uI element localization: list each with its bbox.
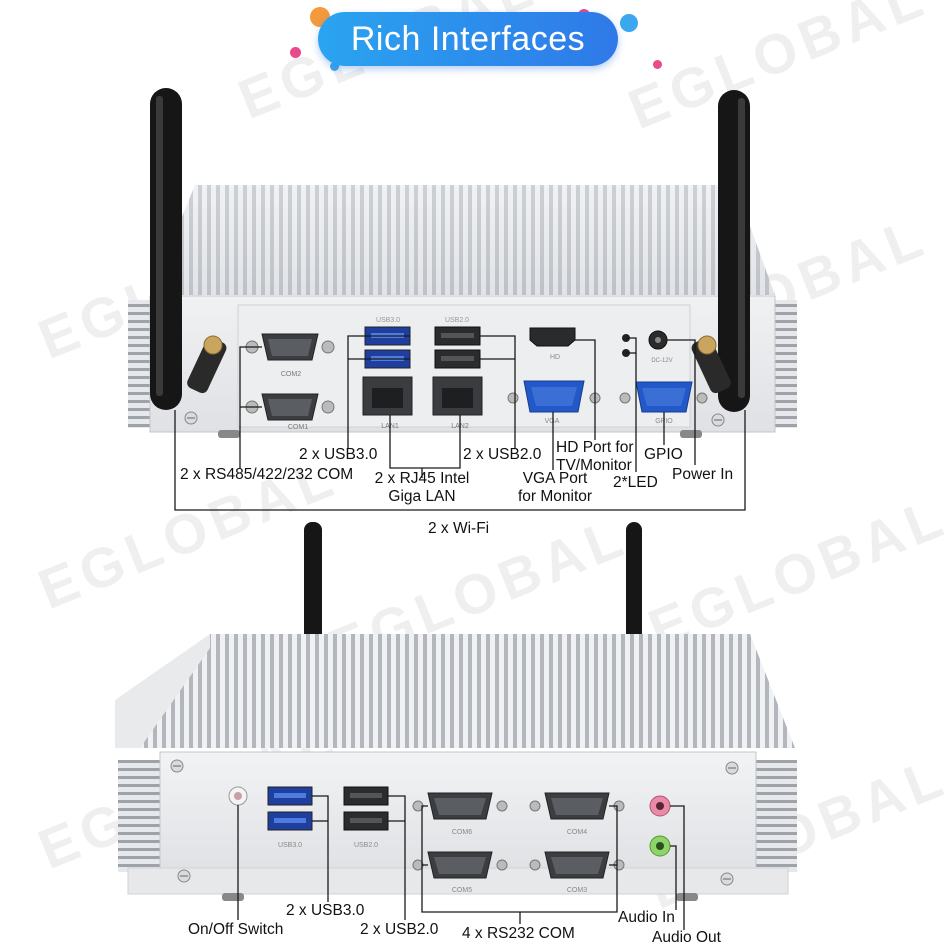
com-port xyxy=(412,851,508,879)
antenna-left xyxy=(304,522,322,644)
label-rj45-line1: 2 x RJ45 Intel xyxy=(374,470,470,487)
label-audio-in: Audio In xyxy=(618,909,675,926)
label-vga-line1: VGA Port xyxy=(522,470,588,487)
com-port xyxy=(529,851,625,879)
antenna-left xyxy=(150,88,227,410)
silkscreen-dc: DC-12V xyxy=(651,358,672,364)
banner-dot xyxy=(290,47,301,58)
label-com-bottom: 4 x RS232 COM xyxy=(462,925,575,942)
silkscreen-com3: COM3 xyxy=(567,887,587,894)
silkscreen-usb30: USB3.0 xyxy=(376,317,400,324)
banner-dot xyxy=(330,62,339,71)
com-port xyxy=(529,792,625,820)
label-rj45: 2 x RJ45 Intel Giga LAN xyxy=(368,470,476,506)
label-usb20-top: 2 x USB2.0 xyxy=(463,446,542,463)
label-wifi: 2 x Wi-Fi xyxy=(428,520,490,537)
label-com-top: 2 x RS485/422/232 COM xyxy=(180,466,354,483)
top-device: COM2 COM1 USB3.0 LAN1 USB2.0 LAN2 HD VGA… xyxy=(128,88,797,511)
banner-dot xyxy=(620,14,638,32)
label-usb20-bottom: 2 x USB2.0 xyxy=(360,921,439,938)
antenna-right xyxy=(691,90,750,412)
label-hd: HD Port for TV/Monitor xyxy=(556,439,634,475)
silkscreen-com5: COM5 xyxy=(452,887,472,894)
label-vga: VGA Port for Monitor xyxy=(510,470,600,506)
label-rj45-line2: Giga LAN xyxy=(388,488,456,505)
label-audio-out: Audio Out xyxy=(652,929,721,946)
banner: Rich Interfaces xyxy=(318,12,618,66)
side-fins xyxy=(755,760,797,872)
label-usb30-bottom: 2 x USB3.0 xyxy=(286,902,365,919)
label-switch: On/Off Switch xyxy=(188,921,284,938)
banner-title: Rich Interfaces xyxy=(350,19,586,58)
side-fins xyxy=(118,760,160,872)
label-hd-line1: HD Port for xyxy=(556,439,634,456)
label-gpio: GPIO xyxy=(644,446,683,463)
callout-lines xyxy=(174,335,746,511)
label-vga-line2: for Monitor xyxy=(517,488,593,505)
silkscreen-com2: COM2 xyxy=(281,371,301,378)
silkscreen-com6: COM6 xyxy=(452,829,472,836)
silkscreen-vga: VGA xyxy=(545,418,560,425)
com-port xyxy=(245,333,335,361)
bottom-device: USB3.0 USB2.0 COM6 COM4 COM5 COM3 xyxy=(115,522,797,930)
antenna-right xyxy=(626,522,642,644)
silkscreen-com1: COM1 xyxy=(288,424,308,431)
label-hd-line2: TV/Monitor xyxy=(556,457,632,474)
heatsink xyxy=(120,634,795,748)
silkscreen-hd: HD xyxy=(550,354,560,361)
label-power: Power In xyxy=(672,466,734,483)
silkscreen-usb20-bottom: USB2.0 xyxy=(354,842,378,849)
silkscreen-usb20: USB2.0 xyxy=(445,317,469,324)
label-led: 2*LED xyxy=(613,474,658,491)
silkscreen-usb30-bottom: USB3.0 xyxy=(278,842,302,849)
silkscreen-com4: COM4 xyxy=(567,829,587,836)
com-port xyxy=(412,792,508,820)
callout-lines xyxy=(237,795,685,930)
banner-dot xyxy=(653,60,662,69)
label-usb30-top: 2 x USB3.0 xyxy=(299,446,378,463)
hd-port xyxy=(529,327,576,347)
